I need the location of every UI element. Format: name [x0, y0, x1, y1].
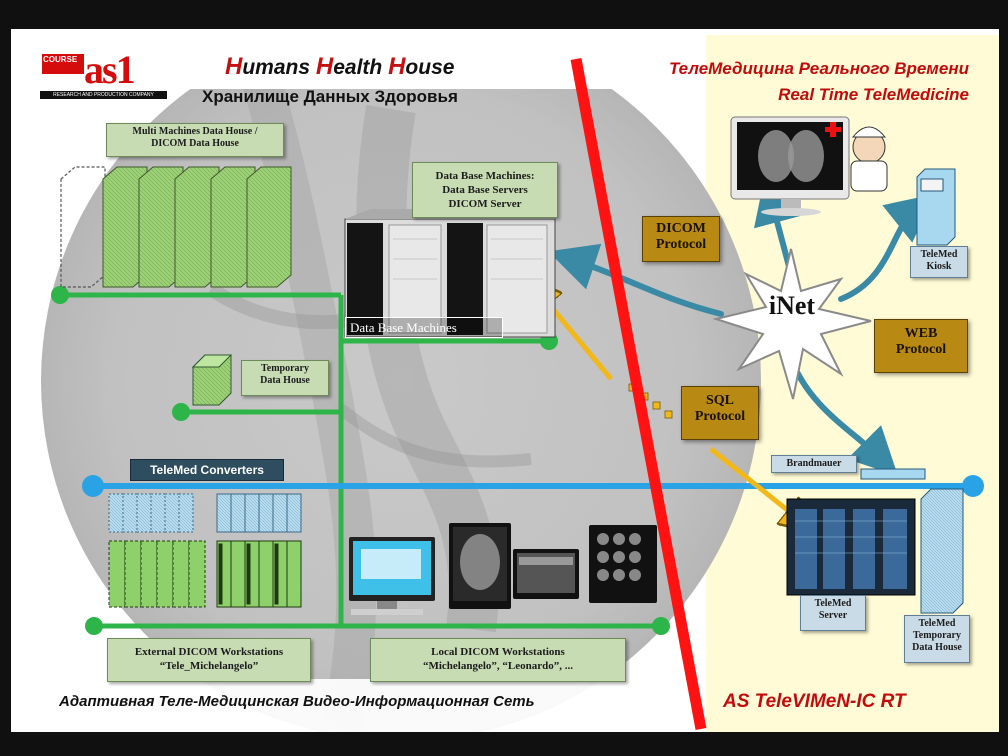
right-title-line2: Real Time TeleMedicine: [778, 85, 969, 104]
db-server-image: [344, 209, 556, 338]
converter-cabinets: [108, 493, 302, 533]
db-caption: Data Base Machines: [345, 317, 503, 338]
brandmauer-bar: [860, 468, 926, 480]
telemed-server-image: [786, 498, 916, 596]
label-temp-l2: Temporary: [913, 630, 961, 641]
diagram-lines: [51, 57, 984, 731]
label-dicom-l2: Protocol: [655, 237, 707, 252]
label-server-l2: Server: [818, 610, 848, 621]
label-dicom-l1: DICOM: [656, 221, 706, 236]
title-h1: H: [225, 53, 243, 80]
label-multi-machines-l2: DICOM Data House: [151, 138, 239, 149]
label-local-ws: Local DICOM Workstations “Michelangelo”,…: [370, 638, 626, 682]
inet-star: [712, 248, 872, 400]
label-db-machines: Data Base Machines: Data Base Servers DI…: [412, 162, 558, 218]
label-server-l1: TeleMed: [814, 598, 852, 609]
label-dicom-protocol: DICOM Protocol: [642, 216, 720, 262]
logo-company: RESEARCH AND PRODUCTION COMPANY: [40, 91, 167, 99]
workstation-monitors: [349, 523, 657, 615]
title-w3: ouse: [405, 56, 455, 79]
label-multi-machines-l1: Multi Machines Data House /: [132, 126, 258, 137]
footer-left: Адаптивная Теле-Медицинская Видео-Информ…: [59, 693, 535, 710]
title-w2: ealth: [333, 56, 389, 79]
logo-brand: as1: [84, 47, 136, 92]
label-local-l2: “Michelangelo”, “Leonardo”, ...: [422, 660, 574, 672]
temporary-cube: [191, 354, 233, 406]
label-db-l1: Data Base Machines:: [435, 170, 535, 182]
label-kiosk-l2: Kiosk: [926, 261, 952, 272]
title-line1: Humans Health House: [225, 53, 454, 81]
logo: COURSE as1 RESEARCH AND PRODUCTION COMPA…: [40, 47, 167, 99]
red-divider: [570, 57, 707, 731]
label-local-l1: Local DICOM Workstations: [431, 646, 565, 658]
title-h3: H: [388, 53, 406, 80]
green-racks: [108, 540, 302, 608]
label-telemed-temp: TeleMed Temporary Data House: [904, 615, 970, 663]
footer-right: AS TeleVIMeN-IC RT: [723, 691, 906, 712]
label-kiosk: TeleMed Kiosk: [910, 246, 968, 278]
label-temp-l1: TeleMed: [918, 618, 956, 629]
storage-art: [60, 116, 964, 615]
label-converters: TeleMed Converters: [130, 459, 284, 481]
telemed-temp-cabinet: [920, 488, 964, 614]
label-external-ws: External DICOM Workstations “Tele_Michel…: [107, 638, 311, 682]
label-db-l2: Data Base Servers: [442, 184, 528, 196]
kiosk-icon: [916, 168, 956, 246]
label-inet: iNet: [768, 291, 816, 320]
doctor-icon: [825, 122, 888, 192]
title-line2: Хранилище Данных Здоровья: [202, 87, 458, 106]
label-telemed-server: TeleMed Server: [800, 595, 866, 631]
label-sql-l2: Protocol: [694, 409, 746, 424]
label-sql-l1: SQL: [705, 393, 734, 408]
title-h2: H: [315, 53, 334, 80]
label-temporary-l1: Temporary: [261, 363, 309, 374]
slide: COURSE as1 RESEARCH AND PRODUCTION COMPA…: [11, 29, 999, 732]
title-w1: umans: [242, 56, 316, 79]
label-sql-protocol: SQL Protocol: [681, 386, 759, 440]
label-temp-l3: Data House: [912, 642, 962, 653]
label-db-l3: DICOM Server: [448, 198, 522, 210]
label-external-l2: “Tele_Michelangelo”: [159, 660, 259, 672]
label-web-protocol: WEB Protocol: [874, 319, 968, 373]
imac-xray: [730, 116, 850, 216]
right-title-line1: ТелеМедицина Реального Времени: [668, 59, 969, 78]
label-external-l1: External DICOM Workstations: [134, 646, 284, 658]
label-web-l1: WEB: [904, 326, 938, 341]
label-brandmauer: Brandmauer: [771, 455, 857, 473]
label-multi-machines: Multi Machines Data House / DICOM Data H…: [106, 123, 284, 157]
label-kiosk-l1: TeleMed: [920, 249, 958, 260]
label-web-l2: Protocol: [895, 342, 947, 357]
label-temporary-l2: Data House: [260, 375, 310, 386]
label-temporary: Temporary Data House: [241, 360, 329, 396]
logo-course: COURSE: [42, 54, 84, 74]
multi-machine-cabinets: [60, 166, 292, 288]
